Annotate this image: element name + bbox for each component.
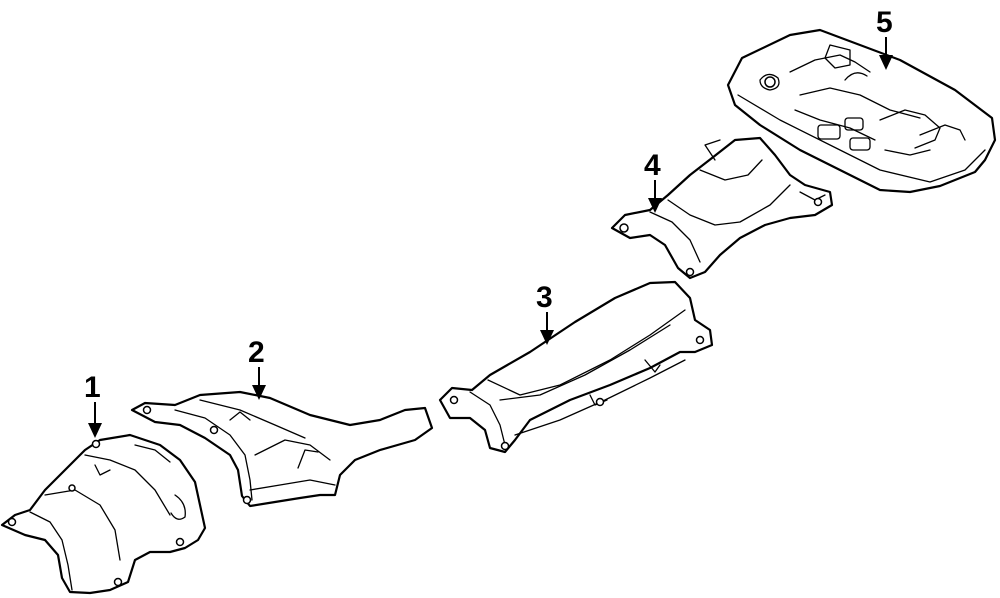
part-1-heat-shield (0, 433, 207, 595)
callout-5: 5 (876, 6, 893, 70)
part-5-floor-heat-shield (726, 28, 997, 194)
callout-3-label: 3 (536, 281, 553, 314)
callout-5-label: 5 (876, 6, 893, 39)
callout-1: 1 (84, 371, 102, 438)
callout-2: 2 (248, 336, 266, 400)
callout-1-label: 1 (84, 371, 101, 404)
part-4-heat-shield (610, 136, 834, 280)
callout-4-label: 4 (644, 149, 661, 182)
callout-4: 4 (644, 149, 662, 213)
callout-3: 3 (536, 281, 554, 345)
callout-2-label: 2 (248, 336, 265, 369)
part-3-tunnel-heat-shield (438, 280, 714, 454)
part-2-heat-shield (130, 390, 434, 508)
